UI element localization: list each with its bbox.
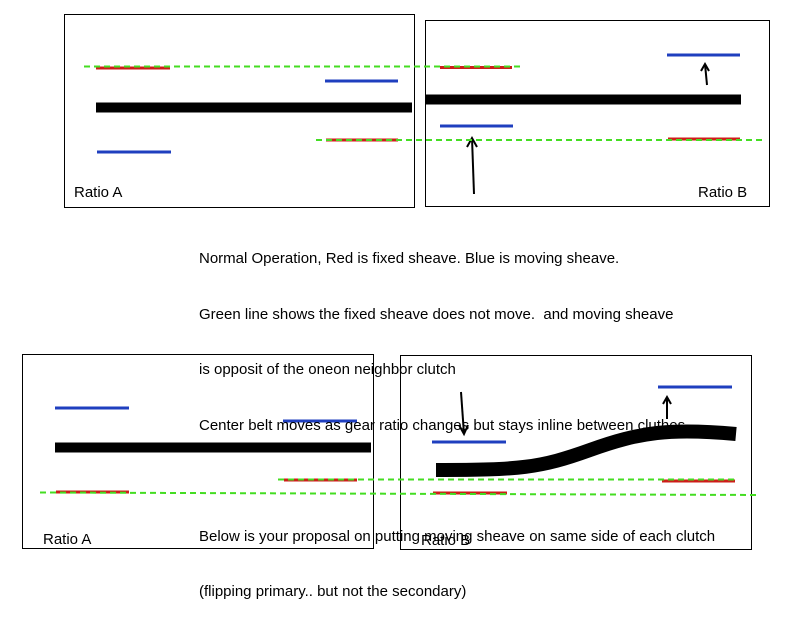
panel-label-bottom-ratio-b: Ratio B	[421, 532, 470, 549]
note-line: is opposit of the oneon neighbor clutch	[199, 361, 456, 378]
arrow-up-icon	[700, 61, 710, 86]
panel-frame-bottom-ratio-b	[400, 355, 752, 550]
note-line: Below is your proposal on putting moving…	[199, 527, 716, 545]
explanation-text: Normal Operation, Red is fixed sheave. B…	[199, 213, 715, 620]
arrow-down-icon	[458, 391, 469, 437]
sheave-diagram: Ratio A Ratio B Ratio A Ratio B	[22, 14, 770, 550]
panel-frame-top-ratio-a	[64, 14, 415, 208]
note-line: Green line shows the fixed sheave does n…	[199, 305, 674, 323]
note-line	[199, 472, 715, 491]
panel-label-top-ratio-b: Ratio B	[698, 184, 747, 201]
panel-label-top-ratio-a: Ratio A	[74, 184, 122, 201]
arrow-up-icon	[662, 394, 672, 419]
belt-bottom-b-curved	[435, 424, 737, 477]
note-line: Center belt moves as gear ratio changes …	[199, 416, 690, 434]
arrow-up-icon	[466, 135, 478, 195]
panel-frame-top-ratio-b	[425, 20, 770, 207]
note-line: Normal Operation, Red is fixed sheave. B…	[199, 250, 620, 267]
note-line: (flipping primary.. but not the secondar…	[199, 583, 467, 600]
panel-frame-bottom-ratio-a	[22, 354, 374, 549]
panel-label-bottom-ratio-a: Ratio A	[43, 531, 91, 548]
reference-line-bottom-lower	[39, 491, 761, 496]
